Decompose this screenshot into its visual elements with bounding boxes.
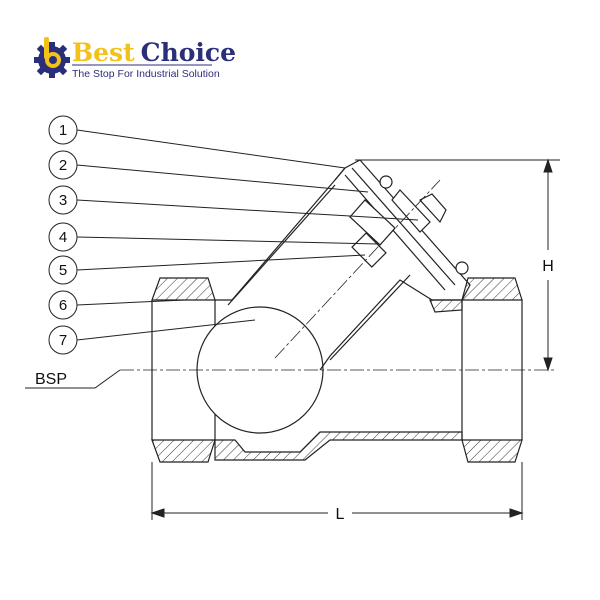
logo-tagline: The Stop For Industrial Solution	[72, 68, 220, 80]
valve-body	[151, 159, 523, 463]
svg-text:5: 5	[59, 262, 67, 279]
bsp-leader	[25, 369, 121, 389]
bsp-label: BSP	[35, 371, 67, 388]
dimension-l	[150, 462, 524, 520]
callout-4: 4	[48, 222, 78, 252]
callouts	[76, 129, 419, 341]
svg-text:7: 7	[59, 332, 67, 349]
dimension-h	[355, 158, 560, 372]
svg-text:6: 6	[59, 297, 67, 314]
svg-text:4: 4	[59, 229, 67, 246]
callout-1: 1	[48, 115, 78, 145]
center-lines	[120, 179, 555, 371]
callout-5: 5	[48, 255, 78, 285]
gear-icon	[34, 37, 70, 78]
svg-text:2: 2	[59, 157, 67, 174]
dimension-l-label: L	[336, 506, 345, 523]
callout-2: 2	[48, 150, 78, 180]
svg-text:3: 3	[59, 192, 67, 209]
callout-7: 7	[48, 325, 78, 355]
callout-6: 6	[48, 290, 78, 320]
callout-3: 3	[48, 185, 78, 215]
dimension-h-label: H	[542, 258, 554, 275]
svg-text:1: 1	[59, 122, 67, 139]
